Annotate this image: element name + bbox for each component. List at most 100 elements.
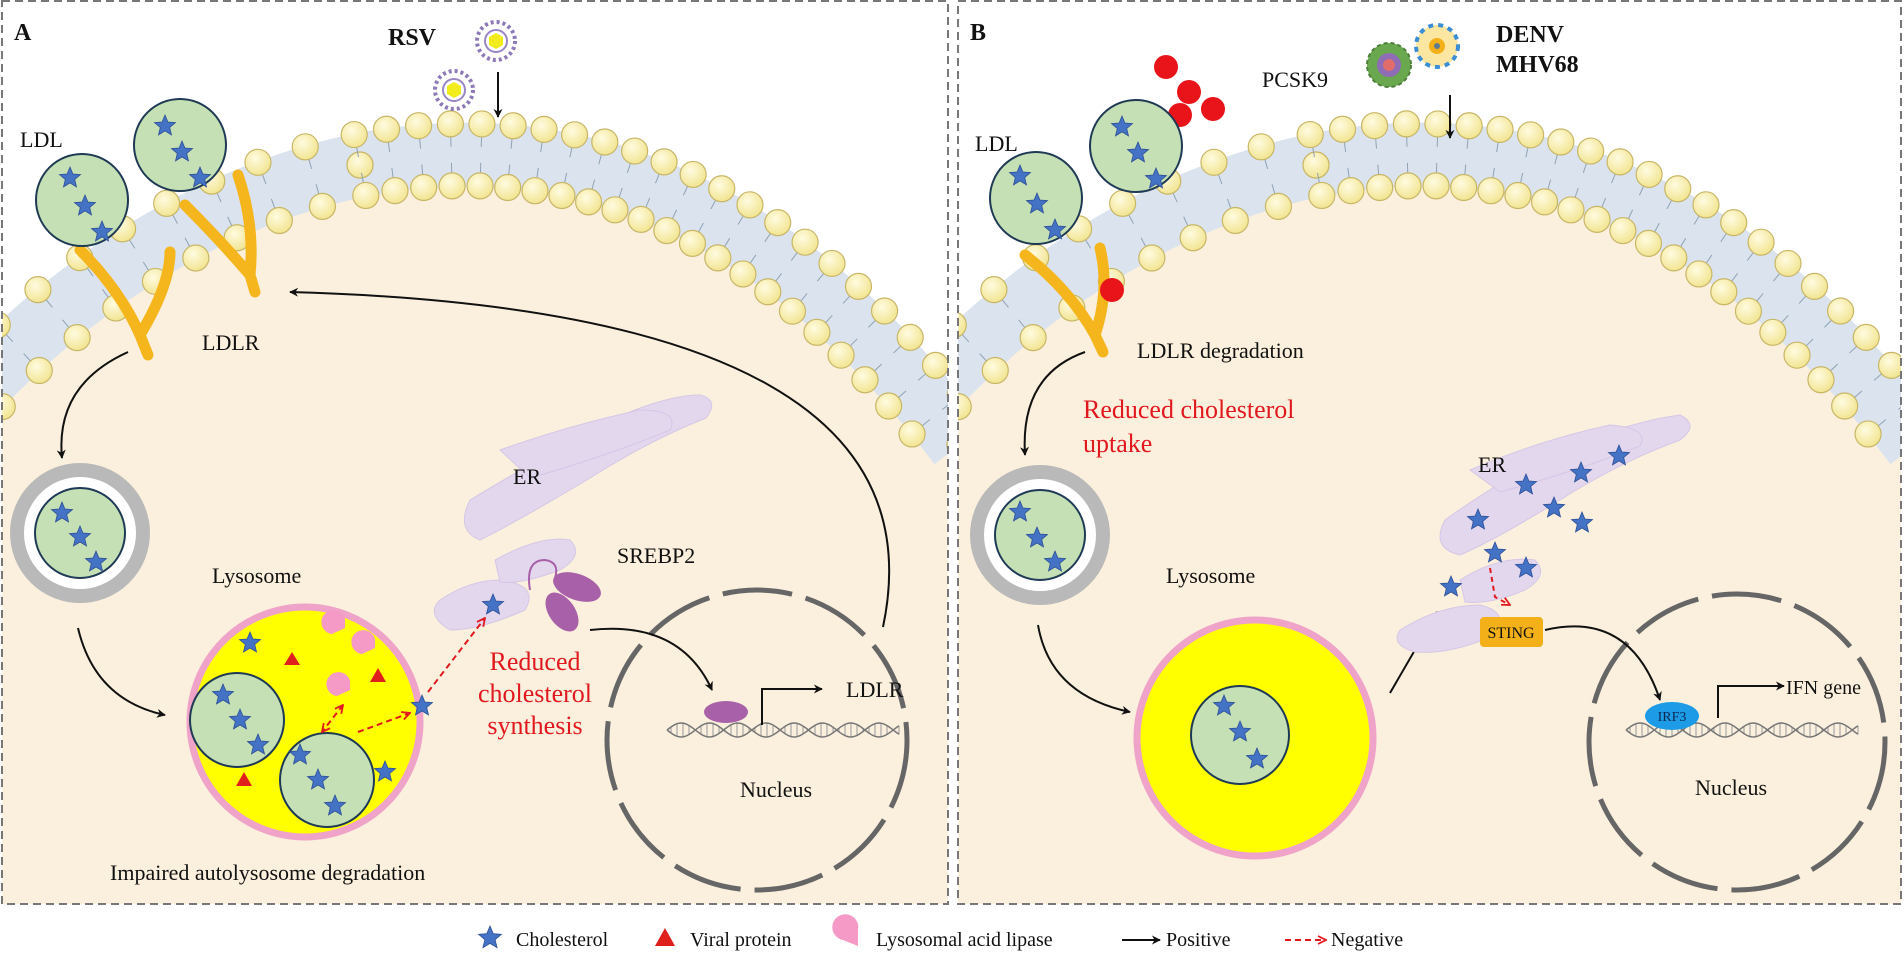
pcsk9-icon xyxy=(1154,55,1178,79)
cholesterol-icon xyxy=(84,549,108,572)
cholesterol-icon xyxy=(306,767,330,790)
cholesterol-icon xyxy=(1144,166,1168,189)
endoplasmic-reticulum xyxy=(433,394,713,631)
ldlr-expression-feedback-arrow xyxy=(289,287,891,628)
cholesterol-icon xyxy=(211,682,235,705)
sting-label: STING xyxy=(1487,625,1535,642)
nucleus-envelope xyxy=(1586,591,1888,893)
ldlr-degradation-label: LDLR degradation xyxy=(1137,338,1304,363)
cholesterol-icon xyxy=(1126,140,1150,163)
rsv-virus-particle xyxy=(475,20,517,62)
panel-b-outside-region xyxy=(958,1,1901,440)
er-label: ER xyxy=(1478,452,1506,477)
lipase-interaction-arrow xyxy=(322,705,343,732)
cholesterol-icon xyxy=(1466,507,1490,530)
cholesterol-icon xyxy=(410,693,434,716)
autolysosome xyxy=(186,603,424,841)
legend-viral-protein-label: Viral protein xyxy=(690,929,792,951)
panel-b-membrane-core xyxy=(958,122,1901,465)
ldlr-label: LDLR xyxy=(202,330,260,355)
impaired-degradation-label: Impaired autolysosome degradation xyxy=(110,860,425,885)
cholesterol-icon xyxy=(373,759,397,782)
endoplasmic-reticulum xyxy=(1396,414,1691,653)
panel-a: A RSV LDL LDLR Lysosome xyxy=(2,1,948,904)
cholesterol-icon xyxy=(323,793,347,816)
rsv-label: RSV xyxy=(388,25,437,51)
reduced-synthesis-line3: synthesis xyxy=(487,711,582,740)
legend-cholesterol-label: Cholesterol xyxy=(516,929,609,951)
legend: Cholesterol Viral protein Lysosomal acid… xyxy=(477,914,1403,951)
cholesterol-icon xyxy=(477,924,503,949)
panel-a-letter: A xyxy=(14,20,32,46)
lysosome xyxy=(1133,616,1377,860)
ldl-receptor xyxy=(179,169,261,298)
sting-to-irf3-arrow xyxy=(1544,625,1662,701)
ldl-label: LDL xyxy=(975,131,1018,156)
ldl-receptor xyxy=(1019,242,1110,358)
srebp2-to-nucleus-arrow xyxy=(589,627,713,691)
viral-protein-icon xyxy=(284,652,300,665)
er-label: ER xyxy=(513,464,541,489)
pcsk9-bound-icon xyxy=(1100,278,1124,302)
cholesterol-sting-negative-arrow xyxy=(1489,567,1510,605)
endocytosis-arrow xyxy=(1020,351,1086,456)
dna-helix xyxy=(666,722,900,738)
reduced-uptake-line1: Reduced cholesterol xyxy=(1083,395,1295,424)
cholesterol-icon xyxy=(238,630,262,653)
endocytic-vesicle xyxy=(10,463,150,603)
ldl-particle xyxy=(989,151,1083,245)
panel-b: PCSK9 DENV MHV68 xyxy=(958,1,1901,904)
cholesterol-icon xyxy=(58,165,82,188)
lysosome-label: Lysosome xyxy=(212,563,301,588)
virus-label-line1: DENV xyxy=(1496,22,1565,48)
panel-a-border xyxy=(1,0,949,905)
cholesterol-icon xyxy=(188,165,212,188)
pcsk9-icon xyxy=(1201,97,1225,121)
viral-protein-icon xyxy=(370,668,386,682)
cholesterol-icon xyxy=(1514,555,1538,578)
cholesterol-to-er-negative-arrow xyxy=(427,618,485,693)
cholesterol-icon xyxy=(1212,693,1236,716)
cholesterol-icon xyxy=(50,500,74,523)
cholesterol-icon xyxy=(246,732,270,755)
cholesterol-icon xyxy=(1228,719,1252,742)
ldl-label: LDL xyxy=(20,127,63,152)
ifn-transcription-arrow xyxy=(1717,681,1785,718)
cholesterol-icon xyxy=(1439,574,1463,597)
legend-lipase-label: Lysosomal acid lipase xyxy=(876,929,1053,951)
ldl-particle xyxy=(1089,99,1183,193)
cholesterol-icon xyxy=(1514,472,1538,495)
nucleus-envelope xyxy=(604,587,910,893)
denv-virus-particle xyxy=(1366,42,1412,88)
cholesterol-icon xyxy=(170,139,194,162)
cholesterol-icon xyxy=(1570,510,1594,533)
cholesterol-icon xyxy=(68,524,92,547)
sting-box xyxy=(1480,617,1543,647)
virus-label-line2: MHV68 xyxy=(1496,52,1579,78)
cholesterol-icon xyxy=(1245,746,1269,769)
ldl-particle xyxy=(133,98,227,192)
pcsk9-label: PCSK9 xyxy=(1262,67,1328,92)
legend-negative-label: Negative xyxy=(1331,929,1403,951)
irf3-icon xyxy=(1645,702,1699,730)
reduced-synthesis-line1: Reduced xyxy=(490,647,581,676)
irf3-label: IRF3 xyxy=(1658,710,1687,725)
cholesterol-icon xyxy=(1008,163,1032,186)
cholesterol-icon xyxy=(153,113,177,136)
reduced-synthesis-line2: cholesterol xyxy=(478,679,592,708)
viral-protein-icon xyxy=(236,772,252,786)
cholesterol-icon xyxy=(73,193,97,216)
ldlr-transcription-arrow xyxy=(761,684,823,725)
ldlr-gene-label: LDLR xyxy=(846,677,904,702)
panel-b-border xyxy=(957,0,1902,905)
reduced-cholesterol-synthesis-label: Reduced cholesterol synthesis xyxy=(478,647,592,740)
cholesterol-icon xyxy=(481,592,505,615)
cholesterol-icon xyxy=(1008,499,1032,522)
cholesterol-icon xyxy=(1110,114,1134,137)
lysosomal-acid-lipase-icon xyxy=(321,610,345,634)
lysosomal-acid-lipase-icon xyxy=(832,914,859,946)
cholesterol-icon xyxy=(1483,540,1507,563)
nucleus-label: Nucleus xyxy=(1695,775,1767,800)
panel-a-lipid-bilayer xyxy=(2,110,948,452)
